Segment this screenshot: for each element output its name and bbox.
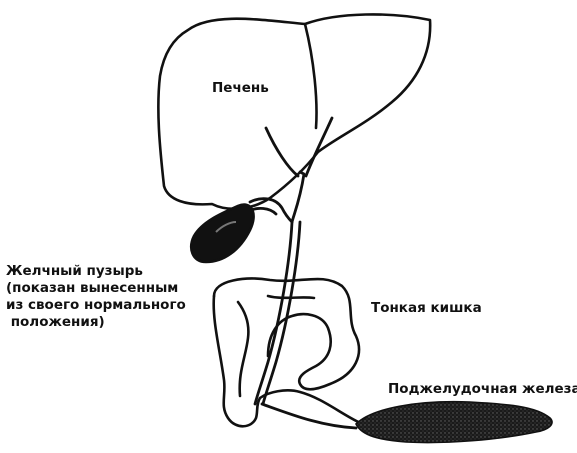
gallbladder-label-line: положения) xyxy=(6,314,186,331)
liver-shape xyxy=(158,14,430,208)
gallbladder-shape xyxy=(191,205,253,262)
small-intestine-outline xyxy=(214,279,359,390)
pancreas-shape xyxy=(356,402,552,443)
pancreas-label: Поджелудочная железа xyxy=(388,381,577,398)
liver-label: Печень xyxy=(212,80,269,97)
left-hepatic-duct xyxy=(306,118,332,176)
right-hepatic-duct xyxy=(266,128,298,176)
gallbladder-label-line: (показан вынесенным xyxy=(6,280,186,297)
gallbladder-label: Желчный пузырь (показан вынесенным из св… xyxy=(6,263,186,331)
small-intestine-label: Тонкая кишка xyxy=(371,300,482,317)
intestine-inner-loop xyxy=(238,302,248,396)
gallbladder-label-line: из своего нормального xyxy=(6,297,186,314)
common-bile-duct-inner xyxy=(263,222,300,404)
gallbladder-label-line: Желчный пузырь xyxy=(6,263,186,280)
liver-lobe-divider xyxy=(305,24,317,128)
pancreatic-duct xyxy=(262,404,356,428)
